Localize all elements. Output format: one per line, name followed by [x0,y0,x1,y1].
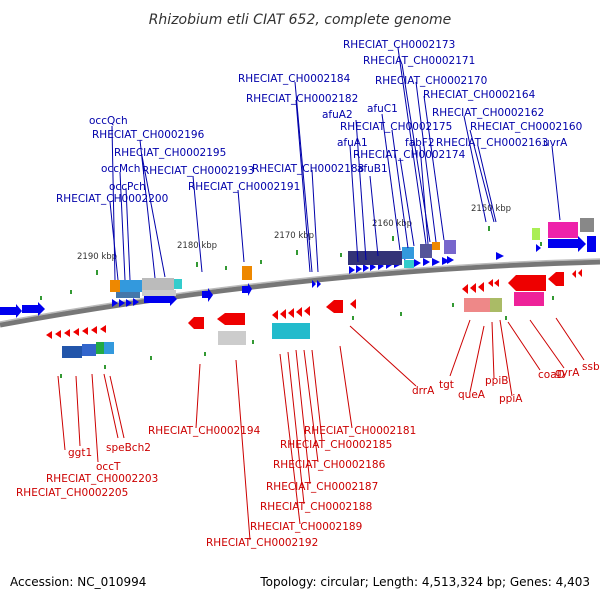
label-rheciat-ch0002200: RHECIAT_CH0002200 [56,193,168,205]
tick-label-2170: 2170 kbp [274,231,314,241]
label-rheciat-ch0002170: RHECIAT_CH0002170 [375,75,487,87]
label-rheciat-ch0002181: RHECIAT_CH0002181 [304,425,416,437]
label-tgt: tgt [439,379,454,391]
label-rheciat-ch0002189: RHECIAT_CH0002189 [250,521,362,533]
label-rheciat-ch0002163: RHECIAT_CH0002163 [436,137,548,149]
label-rheciat-ch0002162: RHECIAT_CH0002162 [432,107,544,119]
label-rheciat-ch0002160: RHECIAT_CH0002160 [470,121,582,133]
label-occqch: occQch [89,115,128,127]
label-afuc1: afuC1 [367,103,398,115]
label-rheciat-ch0002175: RHECIAT_CH0002175 [340,121,452,133]
label-rheciat-ch0002205: RHECIAT_CH0002205 [16,487,128,499]
label-rheciat-ch0002183: RHECIAT_CH0002183 [252,163,364,175]
backbone [0,258,600,328]
label-rheciat-ch0002171: RHECIAT_CH0002171 [363,55,475,67]
label-rheciat-ch0002191: RHECIAT_CH0002191 [188,181,300,193]
label-ggt1: ggt1 [68,447,92,459]
forward-leaders [109,47,561,281]
label-rheciat-ch0002193: RHECIAT_CH0002193 [142,165,254,177]
label-ppia: ppiA [499,393,523,405]
tick-label-2180: 2180 kbp [177,241,217,251]
label-coad: coaD [538,369,565,381]
map-title: Rhizobium etli CIAT 652, complete genome [149,12,452,28]
genome-stats: Topology: circular; Length: 4,513,324 bp… [259,575,590,589]
label-rheciat-ch0002174: RHECIAT_CH0002174 [353,149,466,161]
label-rheciat-ch0002187: RHECIAT_CH0002187 [266,481,378,493]
label-quea: queA [458,389,486,401]
feature-blocks [62,218,594,358]
label-gyra: gyrA [555,367,580,379]
label-occpch: occPch [109,181,146,193]
label-rheciat-ch0002185: RHECIAT_CH0002185 [280,439,392,451]
label-rheciat-ch0002184: RHECIAT_CH0002184 [238,73,351,85]
label-uvra: uvrA [543,137,568,149]
label-occt: occT [96,461,121,473]
label-afub1: afuB1 [357,163,388,175]
tick-label-2160: 2160 kbp [372,219,412,229]
reverse-labels: ggt1 occT speBch2 RHECIAT_CH0002203 RHEC… [16,361,600,549]
label-fabf2: fabF2 [405,137,435,149]
label-rheciat-ch0002196: RHECIAT_CH0002196 [92,129,205,141]
label-drra: drrA [412,385,435,397]
label-rheciat-ch0002173: RHECIAT_CH0002173 [343,39,455,51]
reverse-genes [46,269,582,339]
label-rheciat-ch0002188: RHECIAT_CH0002188 [260,501,372,513]
label-rheciat-ch0002203: RHECIAT_CH0002203 [46,473,158,485]
accession-label: Accession: NC_010994 [10,575,146,589]
label-rheciat-ch0002182: RHECIAT_CH0002182 [246,93,358,105]
label-rheciat-ch0002164: RHECIAT_CH0002164 [423,89,536,101]
label-spebch2: speBch2 [106,442,151,454]
label-ppib: ppiB [485,375,508,387]
label-ssb: ssb [582,361,600,373]
forward-labels: occQch RHECIAT_CH0002196 RHECIAT_CH00021… [56,39,582,205]
label-afua1: afuA1 [337,137,368,149]
tick-label-2190: 2190 kbp [77,252,117,262]
reverse-leaders [57,317,585,541]
label-rheciat-ch0002194: RHECIAT_CH0002194 [148,425,261,437]
forward-genes [0,236,596,318]
label-afua2: afuA2 [322,109,353,121]
label-rheciat-ch0002195: RHECIAT_CH0002195 [114,147,226,159]
label-occmch: occMch [101,163,140,175]
label-rheciat-ch0002186: RHECIAT_CH0002186 [273,459,386,471]
label-rheciat-ch0002192: RHECIAT_CH0002192 [206,537,318,549]
